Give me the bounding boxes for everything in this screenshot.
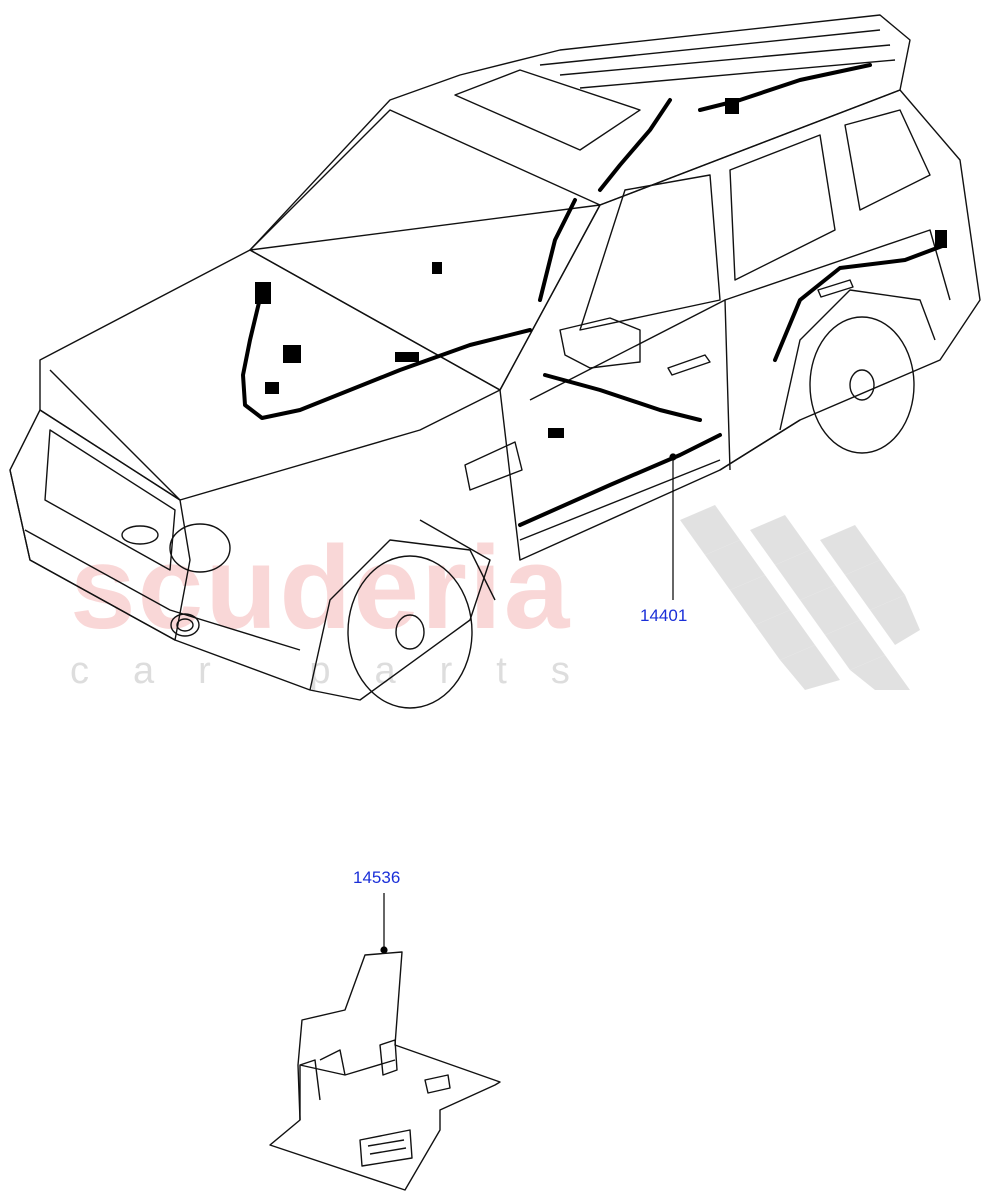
- harness-connectors: [255, 98, 947, 438]
- checkered-flag-watermark: [680, 505, 920, 690]
- bracket-part: [269, 951, 501, 1191]
- watermark-sub-text: car parts: [70, 650, 614, 692]
- wiring-harness: [241, 63, 947, 527]
- leader-lines: [380, 453, 677, 954]
- vehicle-outline: [9, 14, 981, 709]
- part-callout-14536[interactable]: 14536: [353, 868, 401, 887]
- part-callout-14401[interactable]: 14401: [640, 606, 688, 625]
- watermark-brand-text: scuderia: [70, 522, 572, 654]
